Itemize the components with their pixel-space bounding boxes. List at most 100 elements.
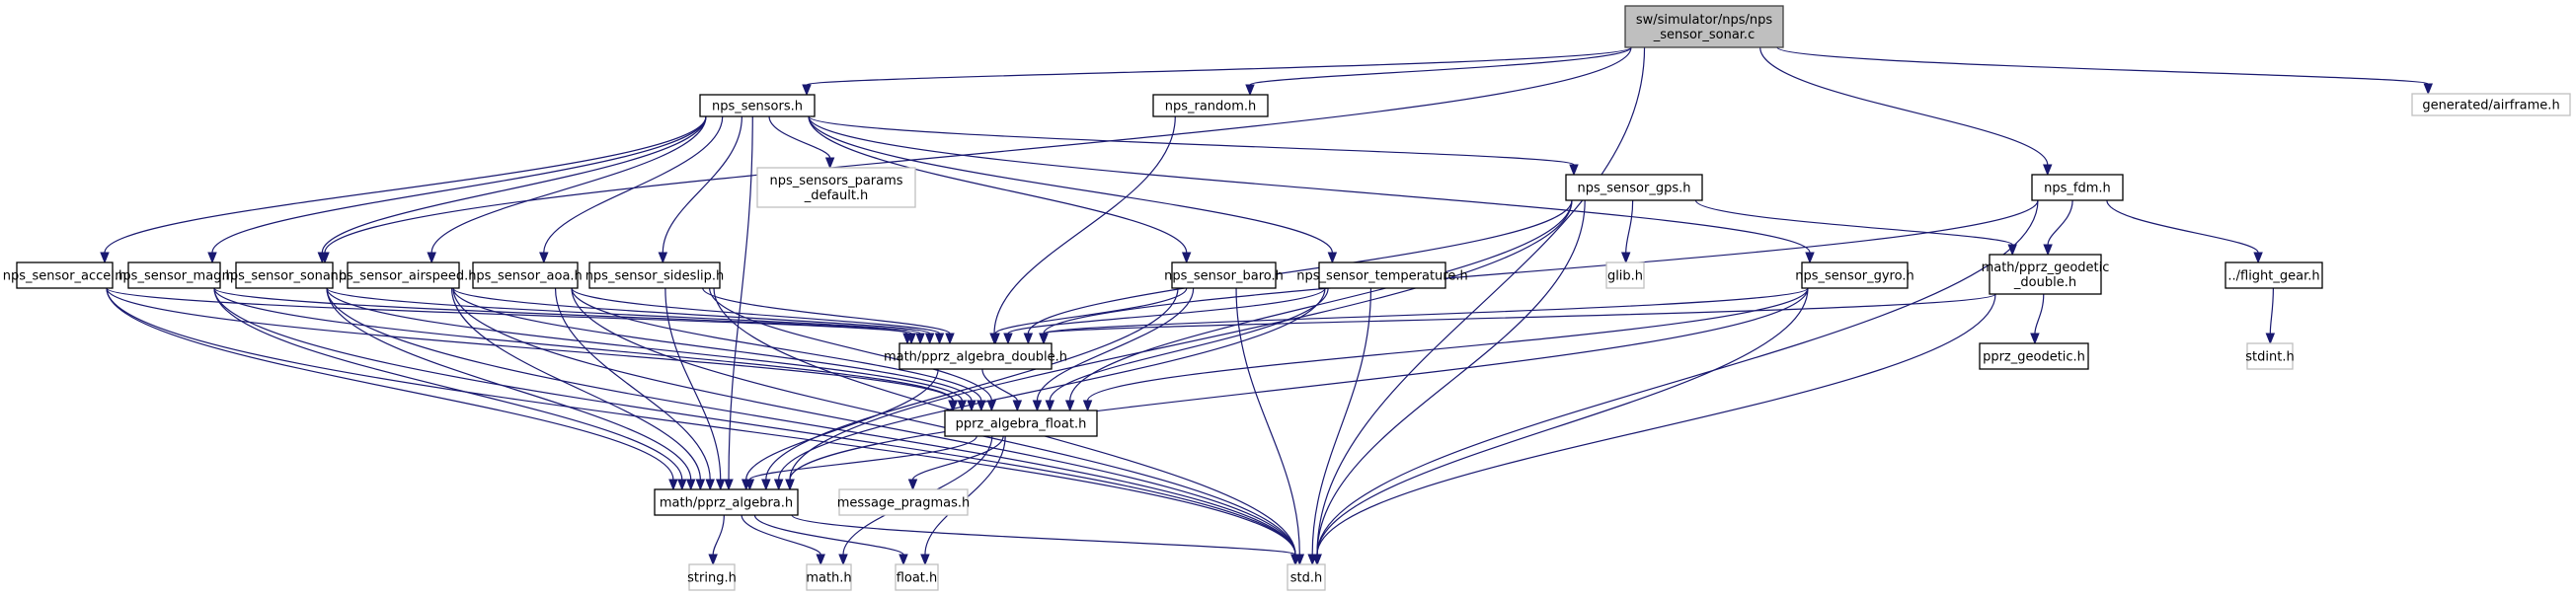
edge-algebra-to-math: [741, 514, 825, 566]
node-algebra-double[interactable]: math/pprz_algebra_double.h: [884, 342, 1067, 370]
arrowhead-icon: [824, 157, 835, 170]
node-geodetic-double[interactable]: math/pprz_geodetic_double.h: [1982, 254, 2110, 295]
node-math: math.h: [806, 563, 852, 591]
node-label: nps_sensor_temperature.h: [1296, 269, 1467, 284]
node-label: nps_fdm.h: [2044, 182, 2111, 196]
node-label: pprz_geodetic.h: [1983, 350, 2085, 365]
node-label: pprz_algebra_float.h: [956, 417, 1087, 432]
edge-baro-to-algebra_double: [990, 287, 1188, 345]
node-airspeed[interactable]: nps_sensor_airspeed.h: [331, 261, 477, 289]
node-airframe: generated/airframe.h: [2411, 93, 2571, 116]
arrowhead-icon: [907, 479, 918, 491]
node-root[interactable]: sw/simulator/nps/nps_sensor_sonar.c: [1624, 5, 1784, 48]
arrowhead-icon: [724, 479, 734, 491]
node-box: [127, 261, 221, 289]
edge-baro-to-algebra_float: [1032, 287, 1195, 412]
node-accel[interactable]: nps_sensor_accel.h: [3, 261, 127, 289]
node-sonar[interactable]: nps_sensor_sonar.h: [222, 261, 348, 289]
edge-line: [1316, 199, 2039, 556]
arrowhead-icon: [1327, 252, 1338, 264]
arrowhead-icon: [898, 554, 908, 566]
node-label: math/pprz_algebra_double.h: [884, 350, 1067, 365]
arrowhead-icon: [1805, 252, 1815, 264]
edge-nps_sensors-to-accel: [100, 115, 707, 264]
edge-line: [1043, 199, 2039, 335]
edge-sonar-to-algebra_double: [326, 287, 925, 345]
edge-line: [808, 115, 1575, 166]
node-sideslip[interactable]: nps_sensor_sideslip.h: [585, 261, 725, 289]
node-fdm[interactable]: nps_fdm.h: [2031, 174, 2124, 201]
node-label: ../flight_gear.h: [2227, 269, 2319, 284]
arrowhead-icon: [658, 252, 668, 264]
edge-line: [1069, 199, 1573, 402]
arrowhead-icon: [2265, 333, 2276, 345]
edge-line: [326, 287, 1296, 556]
edge-nps_sensors-to-airspeed: [427, 115, 707, 264]
node-box: [1152, 94, 1269, 117]
edge-line: [1759, 46, 2049, 166]
edge-line: [452, 287, 1296, 556]
edge-line: [994, 287, 1188, 335]
edge-line: [791, 514, 1296, 556]
edge-line: [213, 287, 1296, 556]
node-geodetic[interactable]: pprz_geodetic.h: [1979, 342, 2089, 370]
edge-line: [1776, 46, 2429, 85]
node-flight-gear[interactable]: ../flight_gear.h: [2225, 261, 2323, 289]
node-gps[interactable]: nps_sensor_gps.h: [1565, 174, 1703, 201]
arrowhead-icon: [1012, 400, 1023, 412]
node-box: [472, 261, 579, 289]
node-gyro[interactable]: nps_sensor_gyro.h: [1795, 261, 1914, 289]
edge-nps_sensors-to-params_default: [768, 115, 835, 170]
node-label: _double.h: [2013, 275, 2076, 290]
edge-nps_sensors-to-aoa: [539, 115, 724, 264]
node-message-pragmas: message_pragmas.h: [837, 488, 970, 516]
edge-line: [981, 368, 1018, 402]
node-nps-random[interactable]: nps_random.h: [1152, 94, 1269, 117]
arrowhead-icon: [915, 333, 925, 345]
node-label: nps_sensor_gyro.h: [1795, 269, 1913, 284]
edge-line: [543, 115, 724, 254]
node-label: string.h: [687, 571, 737, 586]
edge-mag-to-algebra: [213, 287, 687, 491]
edge-line: [993, 115, 1176, 335]
node-label: _sensor_sonar.c: [1653, 28, 1755, 42]
arrowhead-icon: [948, 400, 959, 412]
edge-line: [1235, 287, 1300, 556]
edge-line: [1043, 287, 1809, 335]
edge-line: [571, 287, 941, 335]
edge-gps-to-algebra_double: [1023, 199, 1573, 345]
arrowhead-icon: [2007, 244, 2017, 257]
edge-line: [104, 115, 707, 254]
edge-line: [1086, 287, 1809, 402]
edge-algebra-to-string: [708, 514, 725, 566]
node-params-default: nps_sensors_params_default.h: [756, 167, 916, 208]
edge-line: [452, 287, 973, 402]
edge-line: [728, 115, 753, 481]
edge-line: [1316, 287, 1809, 556]
edge-aoa-to-algebra_double: [571, 287, 945, 345]
edge-nps_sensors-to-baro: [808, 115, 1192, 264]
node-box: [756, 167, 916, 208]
arrowhead-icon: [677, 479, 687, 491]
node-mag[interactable]: nps_sensor_mag.h: [115, 261, 234, 289]
node-box: [654, 488, 799, 516]
node-nps-sensors[interactable]: nps_sensors.h: [699, 94, 816, 117]
node-algebra-float[interactable]: pprz_algebra_float.h: [944, 410, 1098, 437]
node-aoa[interactable]: nps_sensor_aoa.h: [468, 261, 583, 289]
edge-airspeed-to-algebra_double: [452, 287, 935, 345]
edge-line: [1625, 199, 1634, 254]
node-box: [16, 261, 114, 289]
edges-layer: [100, 46, 2433, 566]
node-box: [898, 342, 1053, 370]
node-baro[interactable]: nps_sensor_baro.h: [1164, 261, 1284, 289]
arrowhead-icon: [2030, 333, 2040, 345]
node-algebra[interactable]: math/pprz_algebra.h: [654, 488, 799, 516]
arrowhead-icon: [1290, 554, 1300, 566]
edge-mag-to-algebra_float: [213, 287, 959, 412]
node-label: nps_sensors_params: [769, 174, 902, 188]
node-label: sw/simulator/nps/nps: [1636, 13, 1773, 28]
edge-gps-to-glib: [1620, 199, 1634, 264]
edge-line: [768, 115, 831, 159]
node-temperature[interactable]: nps_sensor_temperature.h: [1296, 261, 1468, 289]
arrowhead-icon: [1181, 252, 1192, 264]
